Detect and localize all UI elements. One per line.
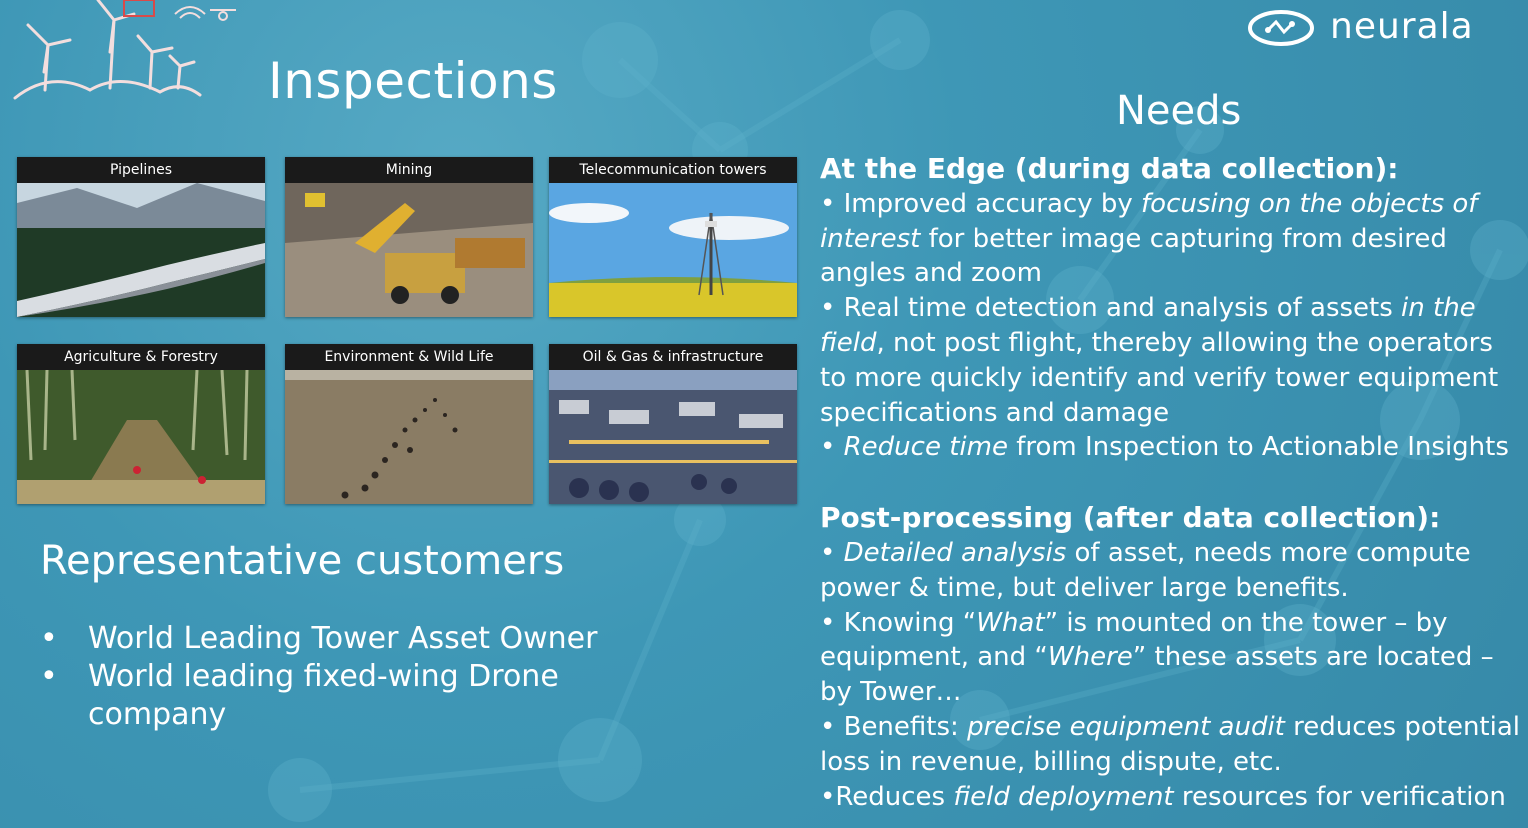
mining-image	[285, 183, 533, 317]
tile-oilgas: Oil & Gas & infrastructure	[549, 344, 797, 504]
tile-environment: Environment & Wild Life	[285, 344, 533, 504]
tile-telecom: Telecommunication towers	[549, 157, 797, 317]
tile-agriculture: Agriculture & Forestry	[17, 344, 265, 504]
slide-title: Inspections	[268, 51, 558, 110]
wind-turbine-icon	[13, 0, 236, 100]
post-point-1: • Detailed analysis of asset, needs more…	[820, 537, 1471, 603]
bullet-icon: •	[40, 621, 58, 656]
post-point-2: • Knowing “What” is mounted on the tower…	[820, 607, 1494, 708]
post-point-3: • Benefits: precise equipment audit redu…	[820, 711, 1521, 777]
neurala-logo-icon	[1248, 10, 1314, 46]
bullet-icon: •	[40, 659, 58, 694]
tile-label: Mining	[285, 157, 533, 183]
tile-label: Telecommunication towers	[549, 157, 797, 183]
edge-point-2: • Real time detection and analysis of as…	[820, 293, 1499, 428]
tile-label: Oil & Gas & infrastructure	[549, 344, 797, 370]
brand-name: neurala	[1330, 6, 1474, 47]
tile-label: Agriculture & Forestry	[17, 344, 265, 370]
customers-list: • World Leading Tower Asset Owner • Worl…	[40, 620, 600, 734]
list-item: • World leading fixed-wing Drone company	[40, 659, 559, 732]
list-item: • World Leading Tower Asset Owner	[40, 621, 598, 656]
tile-label: Pipelines	[17, 157, 265, 183]
forest-image	[17, 370, 265, 504]
customers-title: Representative customers	[40, 538, 565, 584]
wildlife-image	[285, 370, 533, 504]
needs-content: At the Edge (during data collection): • …	[820, 152, 1525, 814]
needs-title: Needs	[1116, 88, 1242, 134]
post-point-4: •Reduces field deployment resources for …	[820, 781, 1506, 812]
pipeline-image	[17, 183, 265, 317]
edge-point-3: • Reduce time from Inspection to Actiona…	[820, 432, 1509, 463]
tile-mining: Mining	[285, 157, 533, 317]
post-heading: Post-processing (after data collection):	[820, 501, 1441, 535]
tower-image	[549, 183, 797, 317]
tile-pipelines: Pipelines	[17, 157, 265, 317]
refinery-image	[549, 370, 797, 504]
tile-label: Environment & Wild Life	[285, 344, 533, 370]
edge-heading: At the Edge (during data collection):	[820, 152, 1399, 185]
edge-point-1: • Improved accuracy by focusing on the o…	[820, 188, 1478, 289]
